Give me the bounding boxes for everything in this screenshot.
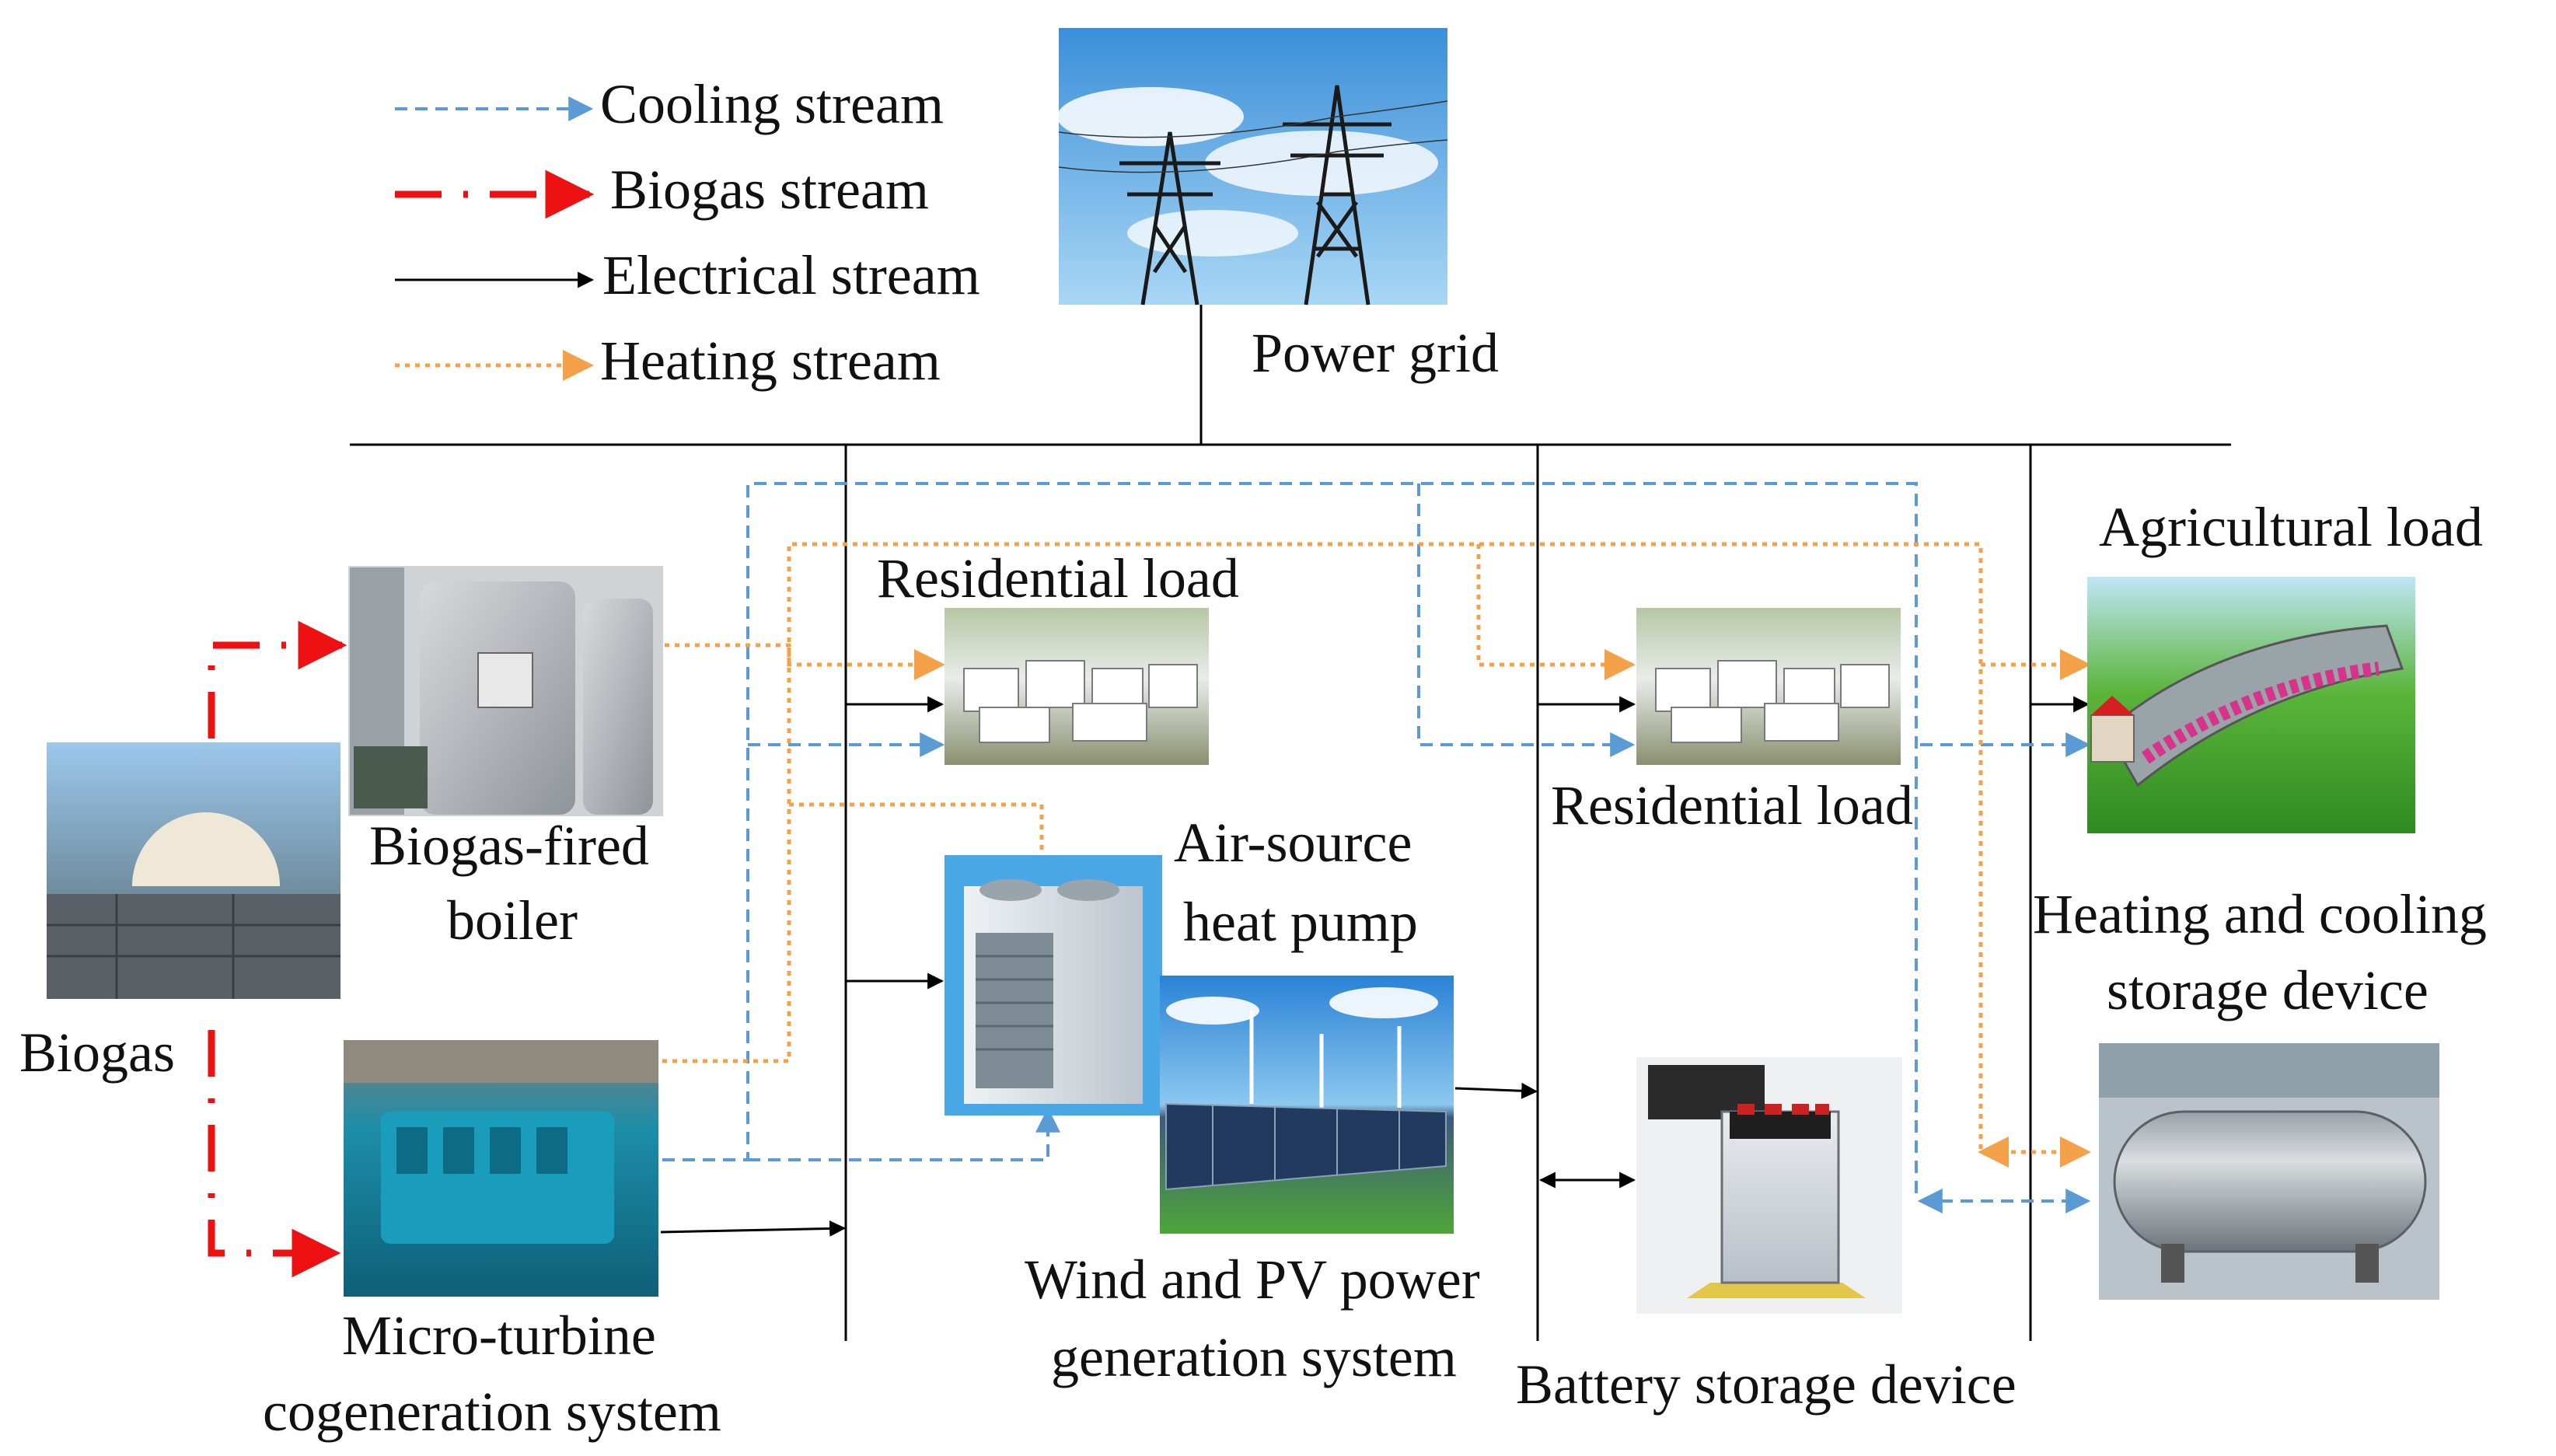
legend-cooling-label: Cooling stream [600,73,944,135]
biogas-to-boiler [208,620,347,738]
biogas-boiler-picture [348,566,663,816]
micro-turbine-label-line2: cogeneration system [263,1381,721,1443]
micro-turbine-picture [344,1040,658,1297]
legend: Cooling stream Biogas stream Electrical … [395,73,980,392]
heating-network [662,542,2091,1168]
electrical-network [350,305,2231,1341]
agricultural-load-picture [2087,577,2415,833]
battery-picture [1636,1057,1902,1314]
power-grid-picture [1057,28,1448,306]
residential-load-2-picture [1636,608,1901,765]
biogas-boiler-label-line1: Biogas-fired [369,815,649,877]
residential-load-2-label: Residential load [1551,774,1913,836]
wind-pv-label-line2: generation system [1051,1326,1457,1388]
heating-from-boiler [665,643,945,680]
residential-load-1-picture [945,608,1209,765]
residential-load-1-label: Residential load [877,547,1239,609]
cooling-network [662,482,2091,1213]
biogas-to-micro-turbine [208,1030,341,1278]
biogas-network [208,620,347,1278]
power-grid-label: Power grid [1252,322,1499,384]
heating-main-loop [662,542,1983,1152]
storage-label-line1: Heating and cooling [2033,883,2487,945]
biogas-digester-picture [47,742,340,999]
heating-from-heat-pump [789,802,1044,855]
legend-biogas-label: Biogas stream [610,159,929,221]
wind-pv-picture [1160,976,1454,1234]
heat-pump-label-line1: Air-source [1174,812,1412,874]
cooling-to-residential-2-branch [1417,484,1636,757]
biogas-boiler-label-line2: boiler [447,889,578,951]
storage-tank-picture [2099,1043,2439,1300]
elec-from-wind-pv [1454,1082,1538,1099]
elec-from-micro-turbine [660,1220,847,1237]
heat-pump-label-line2: heat pump [1183,891,1418,953]
legend-electrical-label: Electrical stream [602,244,980,306]
agricultural-load-label: Agricultural load [2099,496,2483,558]
battery-label: Battery storage device [1516,1353,2017,1416]
storage-label-line2: storage device [2107,959,2429,1021]
cooling-from-heat-pump [748,1107,1060,1161]
cooling-main-loop [662,482,1918,1201]
biogas-label: Biogas [19,1021,175,1084]
micro-turbine-label-line1: Micro-turbine [342,1304,656,1367]
legend-heating-label: Heating stream [600,330,941,392]
heating-to-residential-2 [1476,544,1636,680]
wind-pv-label-line1: Wind and PV power [1025,1248,1480,1311]
heat-pump-picture [945,855,1162,1116]
